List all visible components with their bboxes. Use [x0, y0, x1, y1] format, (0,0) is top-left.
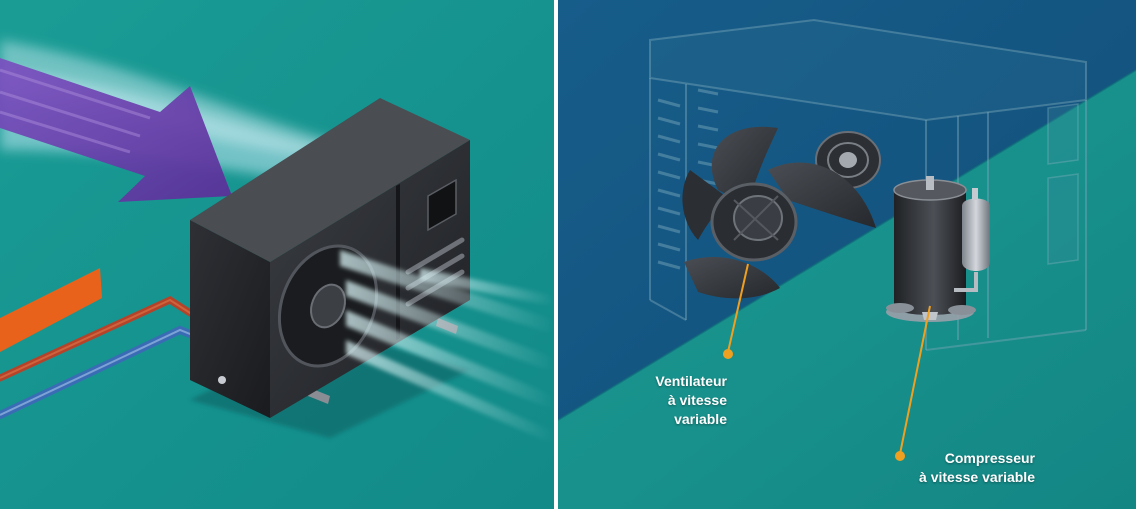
compressor-icon: [886, 176, 990, 322]
compressor-label-line1: Compresseur: [944, 450, 1035, 466]
fan-label: Ventilateur à vitesse variable: [637, 372, 727, 429]
orange-accent: [0, 268, 102, 352]
floor-plane: [558, 70, 1136, 509]
fan-blade-icon: [682, 126, 876, 299]
components-illustration: [558, 0, 1136, 509]
compressor-leader-dot: [895, 451, 905, 461]
air-outflow: [340, 250, 554, 444]
casing-right-panels: [1047, 103, 1079, 265]
leader-lines: [723, 263, 931, 461]
fan-leader-dot: [723, 349, 733, 359]
fan-label-line1: Ventilateur: [655, 373, 727, 389]
panel-divider: [554, 0, 558, 509]
heat-pump-panel: [0, 0, 554, 509]
compressor-label: Compresseur à vitesse variable: [905, 449, 1035, 487]
airflow-arrow-icon: [0, 58, 232, 202]
heat-pump-illustration: [0, 0, 554, 509]
fan-label-line2: à vitesse variable: [667, 392, 727, 427]
components-panel: [558, 0, 1136, 509]
side-grille: [657, 88, 719, 270]
compressor-label-line2: à vitesse variable: [919, 469, 1035, 485]
air-stream-light: [0, 40, 340, 160]
